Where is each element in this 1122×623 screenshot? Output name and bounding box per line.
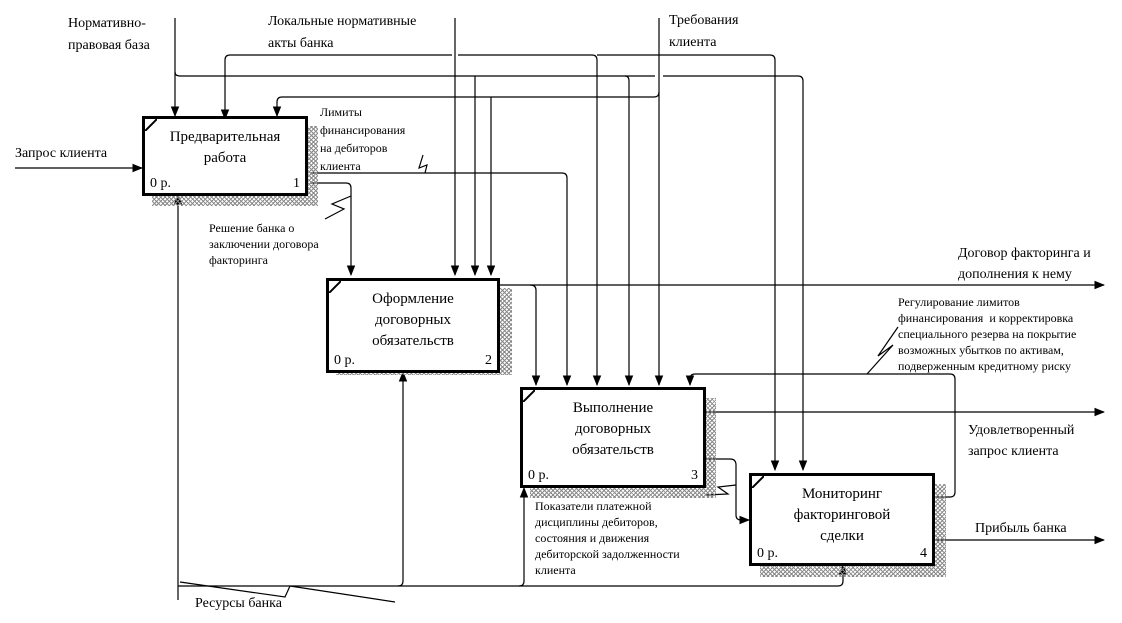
- resources-squiggle: [179, 581, 396, 603]
- arrow-local-acts-branch: [224, 54, 597, 385]
- function-block-1[interactable]: Предварительная работа 0 р. 1: [142, 116, 308, 196]
- limits-squiggle: [418, 154, 428, 174]
- label-output-satisfied: Удовлетворенный запрос клиента: [968, 423, 1075, 459]
- corner-mark-icon: [523, 390, 535, 402]
- arrow-limits: [310, 172, 572, 387]
- arrow-mechanism-to-4: [519, 563, 848, 587]
- function-block-4[interactable]: Мониторинг факторинговой сделки 0 р. 4: [749, 473, 935, 566]
- regulation-squiggle: [866, 326, 899, 375]
- arrow-client-req-branch: [272, 91, 660, 118]
- block-number: 1: [293, 176, 300, 191]
- function-block-3[interactable]: Выполнение договорных обязательств 0 р. …: [520, 387, 706, 488]
- label-local-acts: Локальные нормативные акты банка: [268, 14, 417, 51]
- corner-mark-icon: [329, 281, 341, 293]
- label-indicators: Показатели платежной дисциплины дебиторо…: [535, 499, 680, 577]
- block-cost: 0 р.: [757, 546, 778, 561]
- indicators-squiggle: [705, 484, 737, 496]
- label-input-request: Запрос клиента: [15, 146, 108, 161]
- arrow-feedback-regulation: [685, 373, 956, 498]
- corner-mark-icon: [752, 476, 764, 488]
- block-cost: 0 р.: [150, 176, 171, 191]
- arrow-mechanism-to-3: [398, 486, 529, 587]
- label-decision: Решение банка о заключении договора факт…: [209, 221, 319, 267]
- label-output-contract: Договор факторинга и дополнения к нему: [958, 246, 1091, 282]
- block-title: Мониторинг факторинговой сделки: [793, 486, 891, 544]
- block-number: 3: [691, 468, 698, 483]
- block-number: 4: [920, 546, 927, 561]
- label-legal-base: Нормативно- правовая база: [68, 16, 150, 53]
- decision-squiggle: [324, 195, 352, 220]
- arrow-contract-to-3: [529, 284, 541, 387]
- block-title: Выполнение договорных обязательств: [572, 400, 654, 458]
- block-cost: 0 р.: [528, 468, 549, 483]
- label-feedback-regulation: Регулирование лимитов финансирования и к…: [898, 295, 1077, 373]
- block-number: 2: [485, 353, 492, 368]
- block-title: Предварительная работа: [169, 129, 281, 166]
- block-title: Оформление договорных обязательств: [372, 291, 454, 349]
- function-block-2[interactable]: Оформление договорных обязательств 0 р. …: [326, 278, 500, 373]
- arrow-decision: [310, 182, 356, 277]
- label-limits: Лимиты финансирования на дебиторов клиен…: [320, 105, 406, 173]
- corner-mark-icon: [145, 119, 157, 131]
- label-client-requirements: Требования клиента: [669, 13, 739, 50]
- arrow-local-acts-branch2: [597, 54, 780, 472]
- arrow-indicators: [706, 458, 751, 525]
- label-mechanism-resources: Ресурсы банка: [195, 596, 282, 611]
- arrow-mechanism-to-2: [178, 370, 408, 587]
- label-output-profit: Прибыль банка: [975, 521, 1067, 536]
- arrow-legal-base-branch: [174, 71, 803, 470]
- block-cost: 0 р.: [334, 353, 355, 368]
